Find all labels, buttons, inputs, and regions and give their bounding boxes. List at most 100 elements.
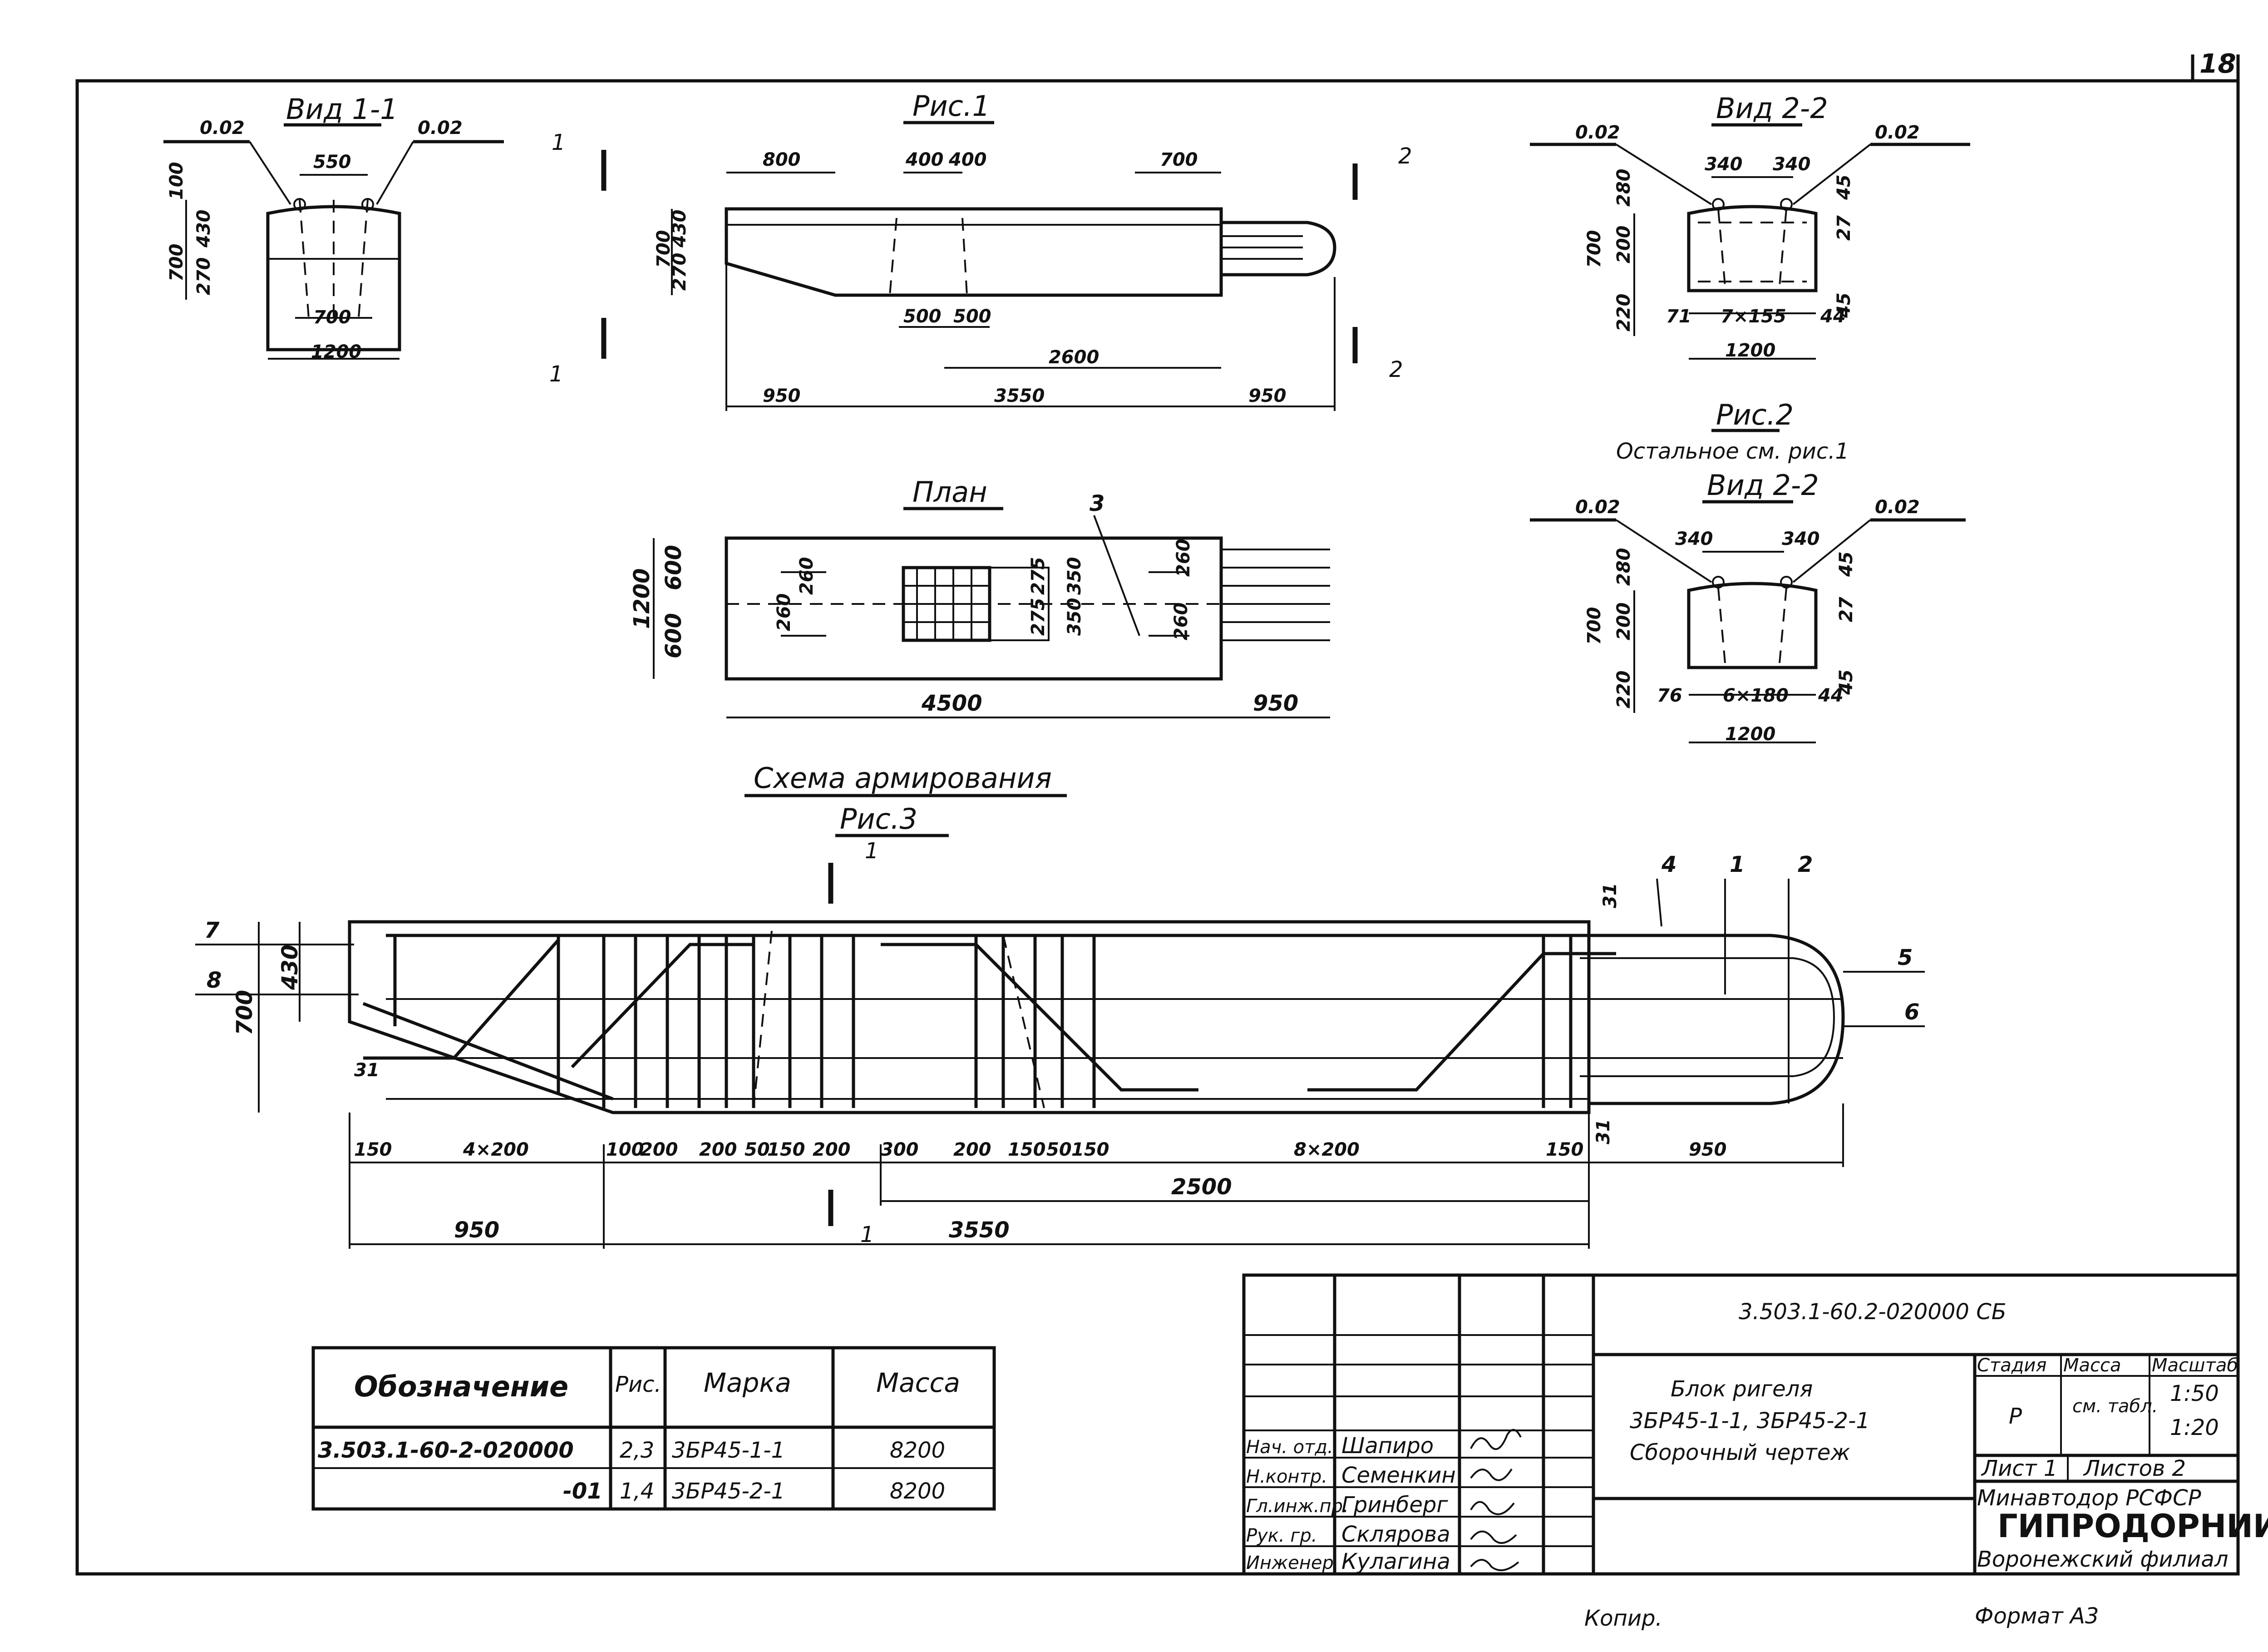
sheet-number: Лист 1	[1981, 1456, 2057, 1481]
svg-text:Воронежский филиал: Воронежский филиал	[1977, 1547, 2229, 1572]
svg-text:200: 200	[953, 1139, 991, 1160]
svg-text:0.02: 0.02	[1875, 122, 1920, 143]
svg-text:430: 430	[193, 210, 214, 248]
svg-text:1200: 1200	[311, 341, 361, 362]
svg-text:1: 1	[1730, 852, 1745, 877]
svg-text:260: 260	[774, 594, 794, 632]
svg-text:45: 45	[1834, 174, 1854, 200]
svg-text:0.02: 0.02	[1875, 497, 1920, 518]
svg-text:Инженер: Инженер	[1246, 1553, 1334, 1573]
svg-text:400: 400	[948, 149, 987, 170]
svg-text:0.02: 0.02	[1575, 497, 1620, 518]
svg-text:2: 2	[1398, 143, 1412, 169]
svg-text:800: 800	[763, 149, 801, 170]
svg-text:5: 5	[1898, 945, 1913, 970]
svg-text:275: 275	[1028, 557, 1049, 595]
svg-text:6: 6	[1904, 999, 1919, 1025]
svg-text:0.02: 0.02	[1575, 122, 1620, 143]
svg-text:8200: 8200	[890, 1479, 945, 1504]
col-mark: Марка	[704, 1367, 791, 1398]
svg-text:3550: 3550	[994, 386, 1045, 406]
svg-text:2,3: 2,3	[620, 1438, 654, 1463]
fig-3-title: Схема армирования	[754, 762, 1052, 795]
svg-text:6×180: 6×180	[1723, 685, 1789, 706]
svg-text:340: 340	[1782, 529, 1820, 549]
svg-text:8: 8	[207, 968, 222, 993]
svg-text:1200: 1200	[1725, 340, 1775, 361]
svg-text:3БР45-1-1: 3БР45-1-1	[672, 1438, 785, 1463]
sheet-border	[75, 79, 2240, 1576]
svg-text:3550: 3550	[949, 1217, 1010, 1243]
svg-text:50: 50	[1046, 1139, 1072, 1160]
view-1-1-title: Вид 1-1	[286, 93, 398, 126]
svg-text:2600: 2600	[1049, 347, 1099, 368]
svg-text:8×200: 8×200	[1294, 1139, 1360, 1160]
col-designation: Обозначение	[354, 1370, 568, 1403]
svg-text:Гринберг: Гринберг	[1341, 1492, 1448, 1518]
svg-text:45: 45	[1836, 669, 1857, 695]
svg-text:700: 700	[313, 307, 351, 328]
drawing-name-line-2: 3БР45-1-1, 3БР45-2-1	[1630, 1408, 1870, 1434]
svg-text:200: 200	[1613, 226, 1634, 264]
svg-text:200: 200	[1613, 603, 1634, 641]
svg-text:430: 430	[669, 210, 690, 248]
document-code: 3.503.1-60.2-020000 СБ	[1739, 1299, 2007, 1325]
svg-text:600: 600	[661, 545, 686, 590]
svg-text:4×200: 4×200	[463, 1139, 529, 1160]
svg-text:4: 4	[1661, 852, 1676, 877]
svg-text:27: 27	[1836, 597, 1857, 622]
footer-format: Формат А3	[1975, 1603, 2099, 1629]
svg-text:150: 150	[767, 1139, 805, 1160]
svg-text:700: 700	[1160, 149, 1198, 170]
svg-text:7: 7	[204, 918, 220, 943]
svg-text:700: 700	[1584, 230, 1605, 268]
signature-mark	[1470, 1429, 1522, 1450]
table-row: 3.503.1-60-2-020000	[318, 1438, 574, 1463]
svg-text:Стадия: Стадия	[1977, 1355, 2046, 1376]
svg-text:500: 500	[953, 306, 991, 327]
svg-text:200: 200	[699, 1139, 737, 1160]
fig-1-elevation: Рис.1 800 400 400 700 500 500 2600 950 3…	[549, 89, 1412, 411]
svg-text:3БР45-2-1: 3БР45-2-1	[672, 1479, 785, 1504]
plan-callout: 3	[1090, 491, 1104, 516]
svg-text:31: 31	[354, 1060, 380, 1081]
section-shape	[266, 205, 401, 351]
fig-3-end-loop	[1589, 934, 1845, 1105]
title-block: 3.503.1-60.2-020000 СБ Блок ригеля 3БР45…	[1242, 1273, 2268, 1576]
svg-text:700: 700	[1584, 607, 1605, 645]
beam-body	[725, 207, 1223, 297]
view-2-2-section	[1687, 205, 1818, 292]
svg-text:260: 260	[796, 557, 817, 595]
svg-text:Масштаб: Масштаб	[2152, 1355, 2238, 1376]
svg-text:Рук. гр.: Рук. гр.	[1246, 1525, 1317, 1546]
svg-text:950: 950	[1689, 1139, 1727, 1160]
signature-mark	[1470, 1501, 1515, 1515]
specification-table: Обозначение Рис. Марка Масса 3.503.1-60-…	[311, 1346, 996, 1511]
svg-text:4500: 4500	[921, 691, 982, 716]
svg-text:280: 280	[1613, 548, 1634, 586]
svg-text:1:50: 1:50	[2170, 1381, 2219, 1406]
slope-right: 0.02	[418, 118, 463, 138]
view-2-2: Вид 2-2 0.02 0.02 340 340 700 280 200 22…	[1530, 92, 1970, 361]
svg-text:150: 150	[354, 1139, 392, 1160]
svg-text:340: 340	[1773, 154, 1811, 175]
fig-2-title: Рис.2	[1716, 398, 1794, 431]
rebar-loop	[1221, 221, 1336, 277]
svg-text:1200: 1200	[1725, 724, 1775, 745]
fig-3-subtitle: Рис.3	[840, 802, 917, 836]
svg-text:Склярова: Склярова	[1341, 1522, 1450, 1547]
view-1-1: Вид 1-1 0.02 0.02 550 700 1200 700 430 2…	[163, 93, 504, 362]
plan-title: План	[912, 475, 987, 509]
footer-copied: Копир.	[1584, 1606, 1662, 1631]
signature-mark	[1470, 1530, 1517, 1544]
svg-text:270: 270	[669, 253, 690, 291]
fig-2-subtitle: Остальное см. рис.1	[1616, 439, 1849, 464]
svg-text:Н.контр.: Н.контр.	[1246, 1466, 1327, 1487]
svg-text:1200: 1200	[629, 568, 655, 629]
svg-text:Семенкин: Семенкин	[1341, 1463, 1456, 1488]
svg-text:45: 45	[1836, 551, 1857, 577]
svg-text:150: 150	[1546, 1139, 1584, 1160]
svg-text:950: 950	[763, 386, 801, 406]
svg-text:220: 220	[1613, 294, 1634, 332]
svg-text:700: 700	[653, 230, 674, 268]
